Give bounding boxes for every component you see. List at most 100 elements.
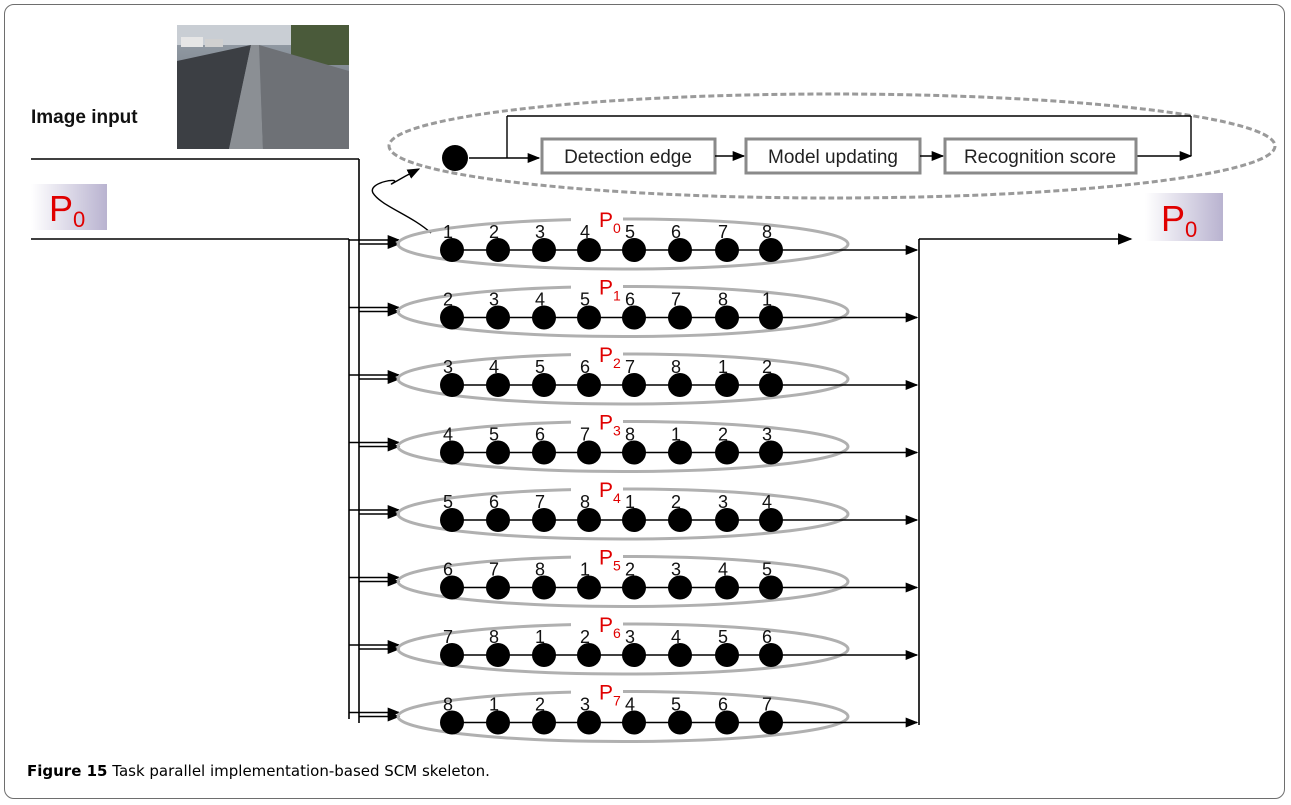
task-node-number: 3	[625, 627, 635, 647]
task-node	[668, 643, 692, 667]
task-node	[715, 575, 739, 600]
task-node-number: 3	[718, 492, 728, 512]
task-node-number: 5	[625, 222, 635, 242]
task-node	[486, 238, 510, 262]
output-p-symbol: P	[1161, 198, 1185, 239]
task-node-number: 7	[443, 627, 453, 647]
task-node-number: 2	[718, 425, 728, 445]
task-node	[622, 643, 646, 667]
input-p0-box: P0	[31, 184, 107, 232]
task-node-number: 4	[580, 222, 590, 242]
output-p-subscript: 0	[1185, 217, 1197, 242]
task-node	[532, 575, 556, 600]
scm-skeleton-diagram: Image input P0 P0	[31, 25, 1277, 743]
output-p0-box: P0	[1145, 193, 1223, 242]
task-node-number: 7	[580, 425, 590, 445]
task-node	[577, 575, 601, 600]
input-p-subscript: 0	[73, 207, 85, 232]
task-node	[759, 305, 783, 330]
svg-text:P0: P0	[1161, 198, 1197, 242]
task-node-number: 8	[671, 357, 681, 377]
task-node	[532, 373, 556, 397]
stage-recognition-score	[943, 137, 1138, 175]
task-node-number: 8	[762, 222, 772, 242]
task-node-number: 2	[671, 492, 681, 512]
processor-row-p0: P0 1 2 3 4 5 6 7 8	[349, 209, 919, 271]
processor-label-subscript: 0	[613, 220, 621, 236]
task-node	[577, 305, 601, 330]
task-node-number: 2	[443, 290, 453, 310]
task-node	[668, 373, 692, 397]
task-node	[715, 238, 739, 262]
task-node	[440, 373, 464, 397]
task-node	[668, 710, 692, 735]
task-node	[577, 373, 601, 397]
task-node-number: 2	[489, 222, 499, 242]
task-node	[715, 440, 739, 465]
task-node	[486, 575, 510, 600]
task-node	[668, 305, 692, 330]
processor-label: P0	[599, 209, 621, 236]
task-node	[486, 710, 510, 735]
task-node-number: 1	[443, 222, 453, 242]
processor-label: P3	[599, 412, 621, 439]
task-node-number: 1	[580, 560, 590, 580]
task-node-number: 5	[671, 695, 681, 715]
task-node-number: 4	[762, 492, 772, 512]
task-node-number: 6	[671, 222, 681, 242]
task-node-number: 2	[580, 627, 590, 647]
task-node	[622, 238, 646, 262]
task-node	[715, 710, 739, 735]
task-node-number: 6	[443, 560, 453, 580]
task-node	[715, 508, 739, 532]
task-node-number: 8	[625, 425, 635, 445]
task-node	[486, 305, 510, 330]
task-node-number: 3	[671, 560, 681, 580]
caption-text: Task parallel implementation-based SCM s…	[112, 762, 490, 780]
task-node-number: 6	[535, 425, 545, 445]
task-node-number: 4	[535, 290, 545, 310]
processor-label-subscript: 3	[613, 423, 621, 439]
svg-text:Recognition score: Recognition score	[964, 147, 1116, 168]
task-node	[759, 508, 783, 532]
task-node-number: 3	[535, 222, 545, 242]
task-node-number: 8	[443, 695, 453, 715]
task-node-number: 1	[718, 357, 728, 377]
task-node-number: 4	[625, 695, 635, 715]
task-node-number: 5	[443, 492, 453, 512]
task-node-number: 1	[489, 695, 499, 715]
task-node-number: 7	[718, 222, 728, 242]
task-node-number: 7	[625, 357, 635, 377]
task-node-number: 1	[535, 627, 545, 647]
stage-model-updating	[744, 137, 922, 175]
task-node-number: 7	[489, 560, 499, 580]
task-node	[486, 440, 510, 465]
task-node	[440, 238, 464, 262]
task-node	[759, 575, 783, 600]
task-node	[668, 238, 692, 262]
svg-text:P0: P0	[49, 188, 85, 232]
processor-label: P4	[599, 479, 621, 506]
task-node-number: 6	[580, 357, 590, 377]
caption-label: Figure 15	[27, 762, 108, 780]
figure-frame: Image input P0 P0	[4, 4, 1285, 799]
image-input-label: Image input	[31, 107, 138, 128]
task-node-number: 4	[671, 627, 681, 647]
task-node-number: 5	[535, 357, 545, 377]
task-node	[759, 373, 783, 397]
task-node	[715, 373, 739, 397]
task-node-number: 8	[489, 627, 499, 647]
task-node-number: 2	[762, 357, 772, 377]
task-node	[759, 643, 783, 667]
task-node-number: 1	[671, 425, 681, 445]
task-node	[622, 710, 646, 735]
svg-text:Model updating: Model updating	[768, 147, 898, 168]
task-node-number: 8	[580, 492, 590, 512]
task-node	[440, 643, 464, 667]
